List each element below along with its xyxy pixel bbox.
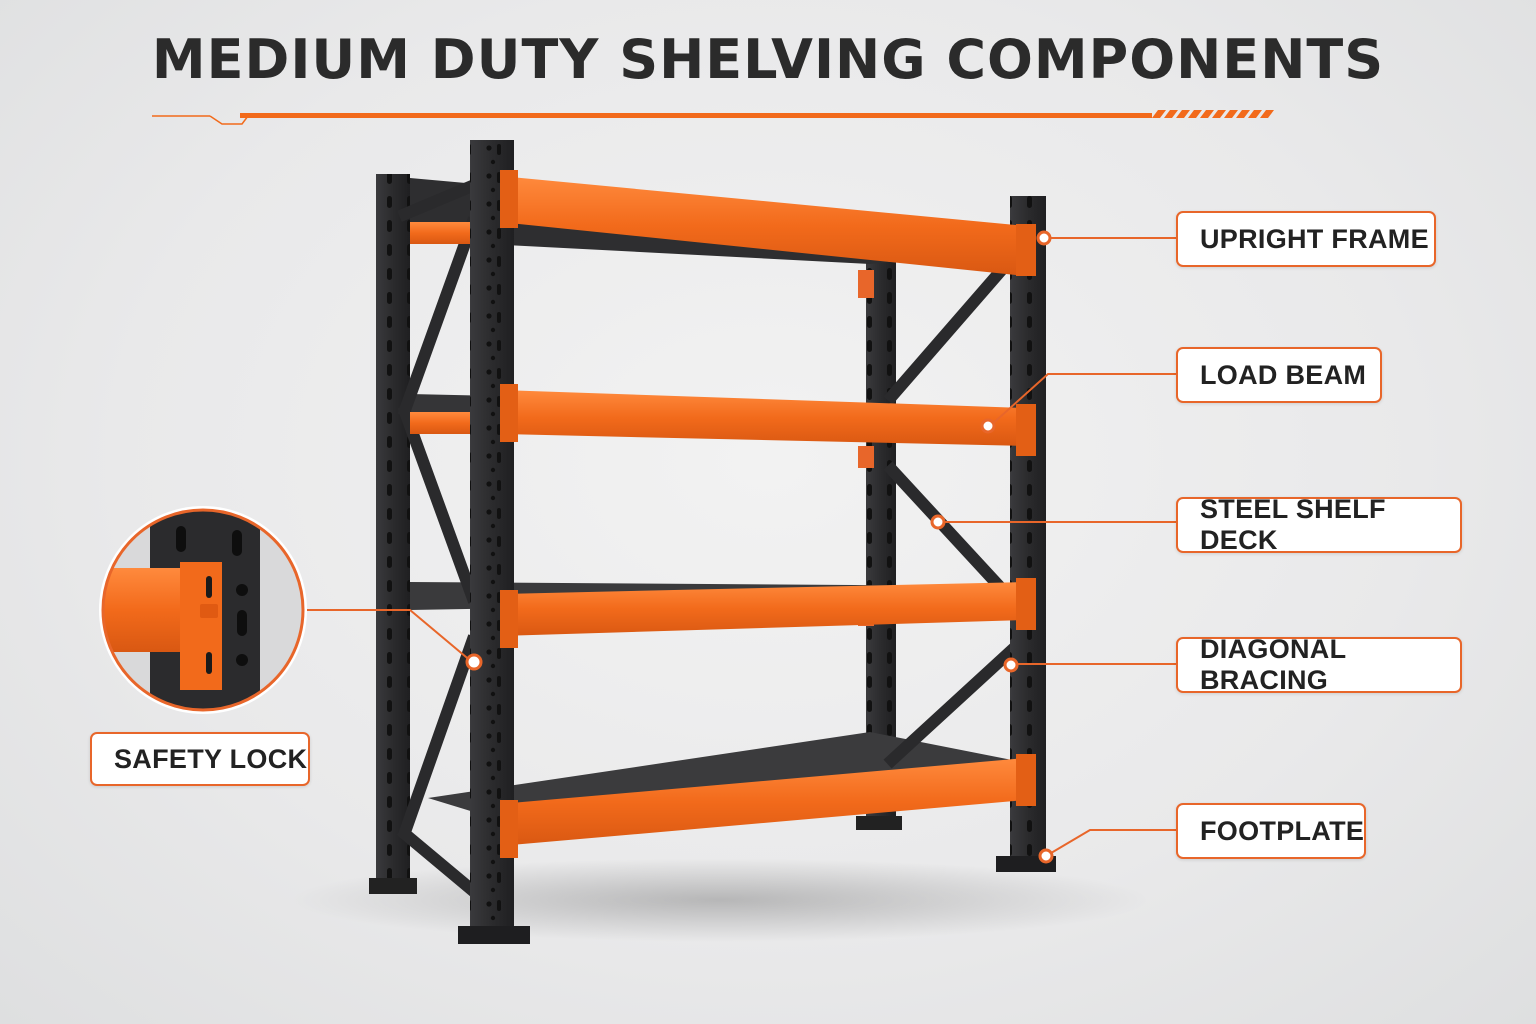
front-load-beams <box>500 176 1036 846</box>
leader-dots <box>465 230 1054 864</box>
callout-upright-frame: UPRIGHT FRAME <box>1176 211 1436 267</box>
safety-lock-zoom-icon <box>99 506 307 714</box>
front-left-upright <box>458 140 530 944</box>
callout-steel-shelf-deck: STEEL SHELF DECK <box>1176 494 1462 555</box>
callout-diagonal-bracing: DIAGONAL BRACING <box>1176 634 1462 695</box>
callout-safety-lock: SAFETY LOCK <box>90 732 310 786</box>
page-title: MEDIUM DUTY SHELVING COMPONENTS <box>151 28 1385 91</box>
back-right-upright <box>856 262 902 830</box>
callout-load-beam: LOAD BEAM <box>1176 347 1382 403</box>
left-side-bracing <box>396 178 481 899</box>
right-side-bracing <box>883 249 1021 769</box>
back-left-upright <box>369 174 417 894</box>
front-right-upright <box>996 196 1056 872</box>
leader-lines <box>302 237 1176 857</box>
callout-footplate: FOOTPLATE <box>1176 803 1366 859</box>
title-underline <box>152 110 1274 125</box>
